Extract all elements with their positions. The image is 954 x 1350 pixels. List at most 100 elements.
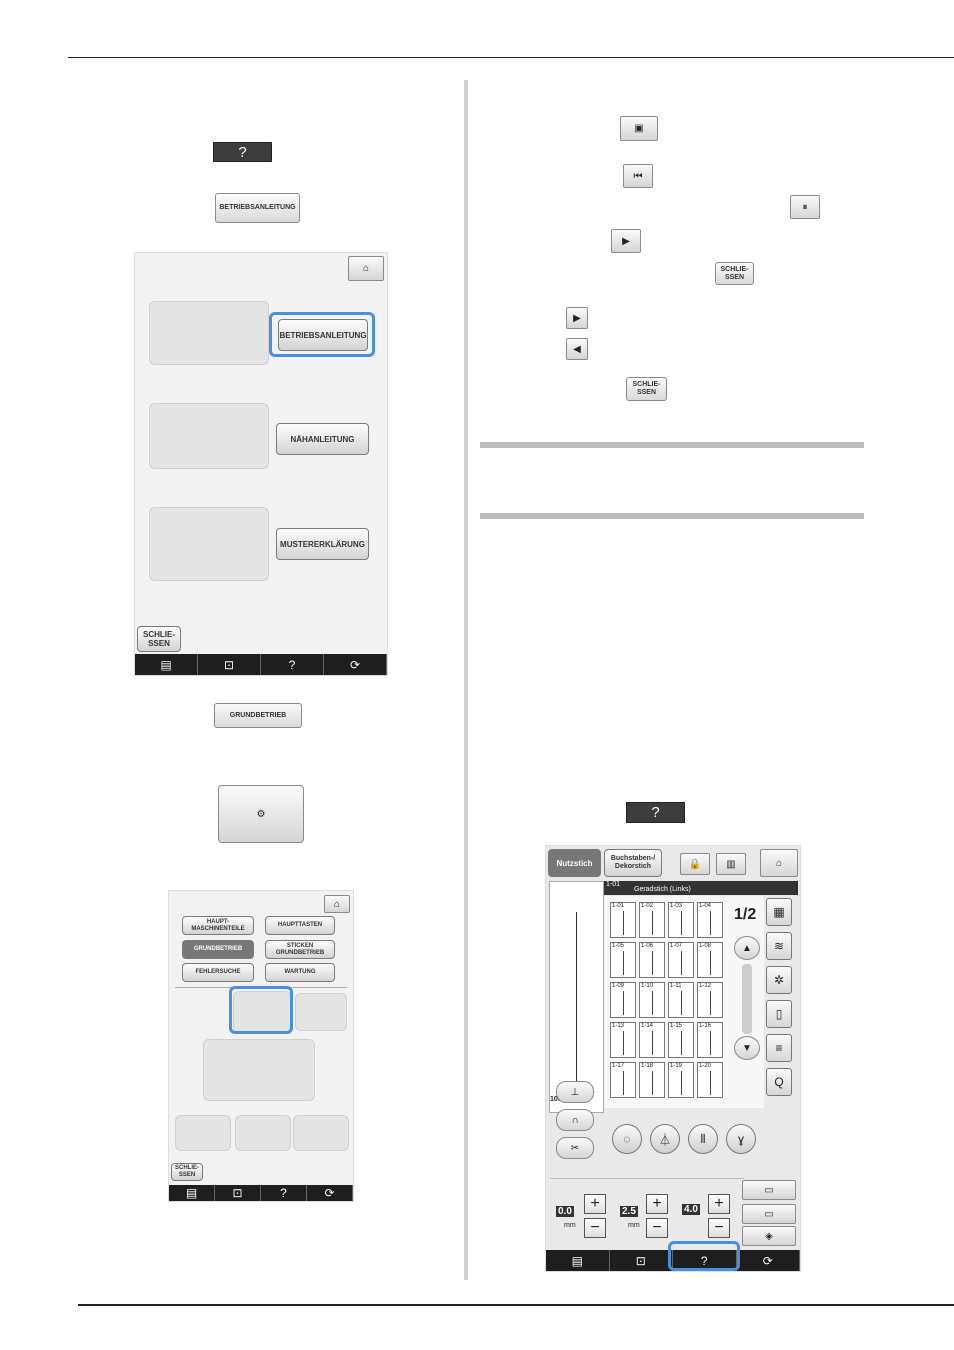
stitch-cell[interactable]: 1-16 xyxy=(697,1022,723,1058)
prev-page-icon[interactable]: ◀ xyxy=(566,338,588,360)
close-button[interactable]: SCHLIE- SSEN xyxy=(137,626,181,652)
stitch-cell[interactable]: 1-02 xyxy=(639,902,665,938)
memory-icon[interactable]: ▥ xyxy=(716,853,746,875)
close-key-inline[interactable]: SCHLIE- SSEN xyxy=(715,262,754,285)
menu-main-keys[interactable]: HAUPTTASTEN xyxy=(265,916,335,935)
menu-maintenance[interactable]: WARTUNG xyxy=(265,963,335,982)
stitch-title-bar: 1-01 Geradstich (Links) xyxy=(604,881,798,895)
stitch-pattern xyxy=(623,951,624,975)
scrollbar[interactable] xyxy=(742,964,752,1034)
stitch-cell[interactable]: 1-12 xyxy=(697,982,723,1018)
lock-icon[interactable]: 🔒 xyxy=(680,853,710,875)
settings-icon[interactable]: ⟳ xyxy=(307,1185,353,1201)
stitch-cell-code: 1-15 xyxy=(670,1023,683,1029)
stitch-cell[interactable]: 1-13 xyxy=(610,1022,636,1058)
stitch-cell[interactable]: 1-11 xyxy=(668,982,694,1018)
settings-icon[interactable]: ⟳ xyxy=(324,654,387,675)
home-icon[interactable]: ⌂ xyxy=(348,256,384,281)
quilt-category-icon[interactable]: ≡ xyxy=(766,1034,792,1062)
scroll-up-icon[interactable]: ▲ xyxy=(734,936,760,960)
tension-minus-icon[interactable]: − xyxy=(708,1218,730,1238)
satin-category-icon[interactable]: ✲ xyxy=(766,966,792,994)
buttonhole-category-icon[interactable]: ▯ xyxy=(766,1000,792,1028)
help-icon[interactable]: ? xyxy=(261,654,324,675)
scissors-icon[interactable]: ✂ xyxy=(556,1137,594,1159)
edit-key-icon[interactable]: ◈ xyxy=(742,1226,796,1246)
needle-illustration[interactable] xyxy=(175,1115,231,1151)
document-icon[interactable]: ▤ xyxy=(169,1185,215,1201)
needle-position-icon[interactable]: ɣ xyxy=(726,1124,756,1154)
machine-icon[interactable]: ⊡ xyxy=(610,1250,673,1271)
stitch-cell[interactable]: 1-18 xyxy=(639,1062,665,1098)
scroll-down-icon[interactable]: ▼ xyxy=(734,1036,760,1060)
bobbin-case-illustration[interactable] xyxy=(293,1115,349,1151)
stitch-option-icon[interactable]: ◌ xyxy=(612,1124,642,1154)
home-icon[interactable]: ⌂ xyxy=(760,849,798,877)
video-camera-icon[interactable]: ▣ xyxy=(620,116,658,141)
menu-troubleshooting[interactable]: FEHLERSUCHE xyxy=(182,963,254,982)
menu-basic-operation[interactable]: GRUNDBETRIEB xyxy=(182,940,254,959)
rewind-icon[interactable]: ⏮ xyxy=(623,164,653,188)
twin-needle-icon[interactable]: ⦀ xyxy=(688,1124,718,1154)
presser-foot-icon[interactable]: ⊥ xyxy=(556,1081,594,1103)
stitch-cell[interactable]: 1-03 xyxy=(668,902,694,938)
next-page-icon[interactable]: ▶ xyxy=(566,307,588,329)
stitch-cell[interactable]: 1-06 xyxy=(639,942,665,978)
stitch-cell[interactable]: 1-10 xyxy=(639,982,665,1018)
stitch-cell[interactable]: 1-07 xyxy=(668,942,694,978)
menu-embroidery-basic[interactable]: STICKEN GRUNDBETRIEB xyxy=(265,940,335,959)
width-minus-icon[interactable]: − xyxy=(584,1218,606,1238)
mirror-icon[interactable]: ⏃ xyxy=(650,1124,680,1154)
sewing-guide-button[interactable]: NÄHANLEITUNG xyxy=(276,423,369,455)
machine-icon[interactable]: ⊡ xyxy=(198,654,261,675)
sewing-machine-illustration xyxy=(149,301,269,365)
stitch-cell[interactable]: 1-14 xyxy=(639,1022,665,1058)
help-icon[interactable]: ? xyxy=(261,1185,307,1201)
settings-icon[interactable]: ⟳ xyxy=(737,1250,800,1271)
close-button[interactable]: SCHLIE- SSEN xyxy=(171,1163,203,1181)
utility-category-icon[interactable]: ▦ xyxy=(766,898,792,926)
stitch-cell[interactable]: 1-20 xyxy=(697,1062,723,1098)
stitch-cell-code: 1-06 xyxy=(641,943,654,949)
length-plus-icon[interactable]: + xyxy=(646,1194,668,1214)
help-icon[interactable]: ? xyxy=(673,1250,737,1271)
stitch-cell[interactable]: 1-17 xyxy=(610,1062,636,1098)
home-icon[interactable]: ⌂ xyxy=(324,895,350,913)
bobbin-illustration[interactable] xyxy=(295,993,347,1031)
presser-foot-illustration[interactable] xyxy=(235,1115,291,1151)
play-icon[interactable]: ▶ xyxy=(611,229,641,253)
stitch-cell-code: 1-10 xyxy=(641,983,654,989)
stitch-cell[interactable]: 1-09 xyxy=(610,982,636,1018)
width-unit: mm xyxy=(564,1222,576,1229)
decorative-category-icon[interactable]: ≋ xyxy=(766,932,792,960)
reverse-stitch-icon[interactable]: ∩ xyxy=(556,1109,594,1131)
bottom-toolbar: ▤ ⊡ ? ⟳ xyxy=(135,654,387,675)
help-key-inline-2[interactable]: ? xyxy=(626,802,685,823)
help-key-inline[interactable]: ? xyxy=(213,142,272,162)
betriebsanleitung-key-inline[interactable]: BETRIEBSANLEITUNG xyxy=(215,193,300,223)
stitch-cell[interactable]: 1-04 xyxy=(697,902,723,938)
menu-main-parts[interactable]: HAUPT- MASCHINENTEILE xyxy=(182,916,254,935)
stitch-cell[interactable]: 1-01 xyxy=(610,902,636,938)
stitch-cell[interactable]: 1-05 xyxy=(610,942,636,978)
close-key-inline-2[interactable]: SCHLIE- SSEN xyxy=(626,377,667,401)
stitch-cell[interactable]: 1-08 xyxy=(697,942,723,978)
tension-plus-icon[interactable]: + xyxy=(708,1194,730,1214)
tab-character-stitch[interactable]: Buchstaben-/ Dekorstich xyxy=(604,849,662,877)
pause-icon[interactable]: ⏸ xyxy=(790,195,820,219)
pattern-explanation-button[interactable]: MUSTERERKLÄRUNG xyxy=(276,528,369,560)
length-minus-icon[interactable]: − xyxy=(646,1218,668,1238)
document-icon[interactable]: ▤ xyxy=(546,1250,610,1271)
grundbetrieb-key-inline[interactable]: GRUNDBETRIEB xyxy=(214,703,302,728)
document-icon[interactable]: ▤ xyxy=(135,654,198,675)
machine-icon[interactable]: ⊡ xyxy=(215,1185,261,1201)
stitch-cell[interactable]: 1-15 xyxy=(668,1022,694,1058)
machine-part-key-icon[interactable]: ⚙ xyxy=(218,785,304,843)
tab-utility-stitch[interactable]: Nutzstich xyxy=(548,849,601,877)
q-category-icon[interactable]: Q xyxy=(766,1068,792,1096)
operation-manual-button[interactable]: BETRIEBSANLEITUNG xyxy=(278,319,368,351)
stitch-cell[interactable]: 1-19 xyxy=(668,1062,694,1098)
memory-key-icon[interactable]: ▭ xyxy=(742,1204,796,1224)
image-key-icon[interactable]: ▭ xyxy=(742,1180,796,1200)
width-plus-icon[interactable]: + xyxy=(584,1194,606,1214)
